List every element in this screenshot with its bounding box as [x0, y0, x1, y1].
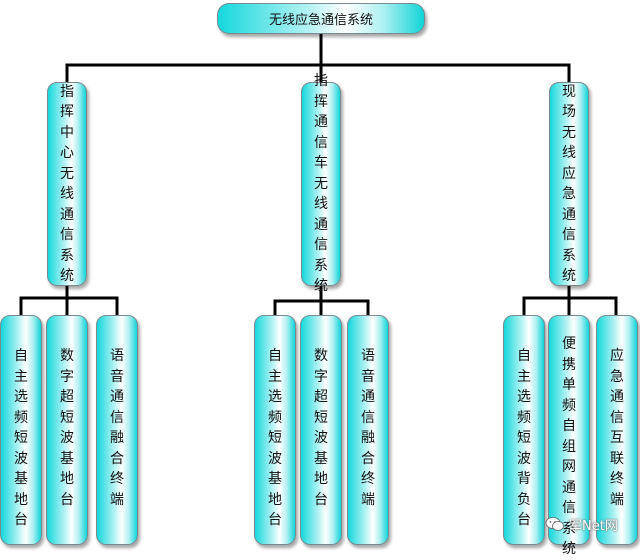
leaf-label: 数字超短波基地台	[314, 348, 328, 508]
leaf-label: 自主选频短波基地台	[268, 348, 282, 528]
leaf-node: 便携单频自组网通信系统	[548, 315, 590, 557]
branch-label: 指挥通信车无线通信系统	[314, 73, 328, 295]
leaf-node: 应急通信互联终端	[596, 315, 638, 545]
leaf-label: 语音通信融合终端	[361, 348, 375, 508]
branch-label: 指挥中心无线通信系统	[60, 83, 74, 285]
leaf-node: 数字超短波基地台	[46, 315, 88, 545]
branch-command-vehicle: 指挥通信车无线通信系统	[301, 73, 341, 294]
root-node: 无线应急通信系统	[217, 3, 425, 34]
root-label: 无线应急通信系统	[268, 13, 373, 28]
leaf-node: 自主选频短波背负台	[503, 315, 545, 545]
leaf-node: 语音通信融合终端	[347, 315, 389, 545]
watermark: 军Net网	[545, 513, 618, 535]
leaf-label: 自主选频短波基地台	[14, 348, 28, 528]
branch-label: 现场无线应急通信系统	[562, 83, 576, 285]
leaf-label: 数字超短波基地台	[60, 348, 74, 508]
leaf-node: 语音通信融合终端	[96, 315, 138, 545]
leaf-label: 应急通信互联终端	[610, 348, 624, 508]
branch-field-emergency: 现场无线应急通信系统	[549, 82, 589, 286]
leaf-node: 自主选频短波基地台	[254, 315, 296, 545]
branch-command-center: 指挥中心无线通信系统	[47, 82, 87, 286]
leaf-label: 语音通信融合终端	[110, 348, 124, 508]
leaf-label: 自主选频短波背负台	[517, 348, 531, 528]
wechat-icon	[545, 517, 564, 531]
leaf-node: 自主选频短波基地台	[0, 315, 42, 545]
watermark-text: 军Net网	[569, 518, 618, 534]
leaf-node: 数字超短波基地台	[300, 315, 342, 545]
